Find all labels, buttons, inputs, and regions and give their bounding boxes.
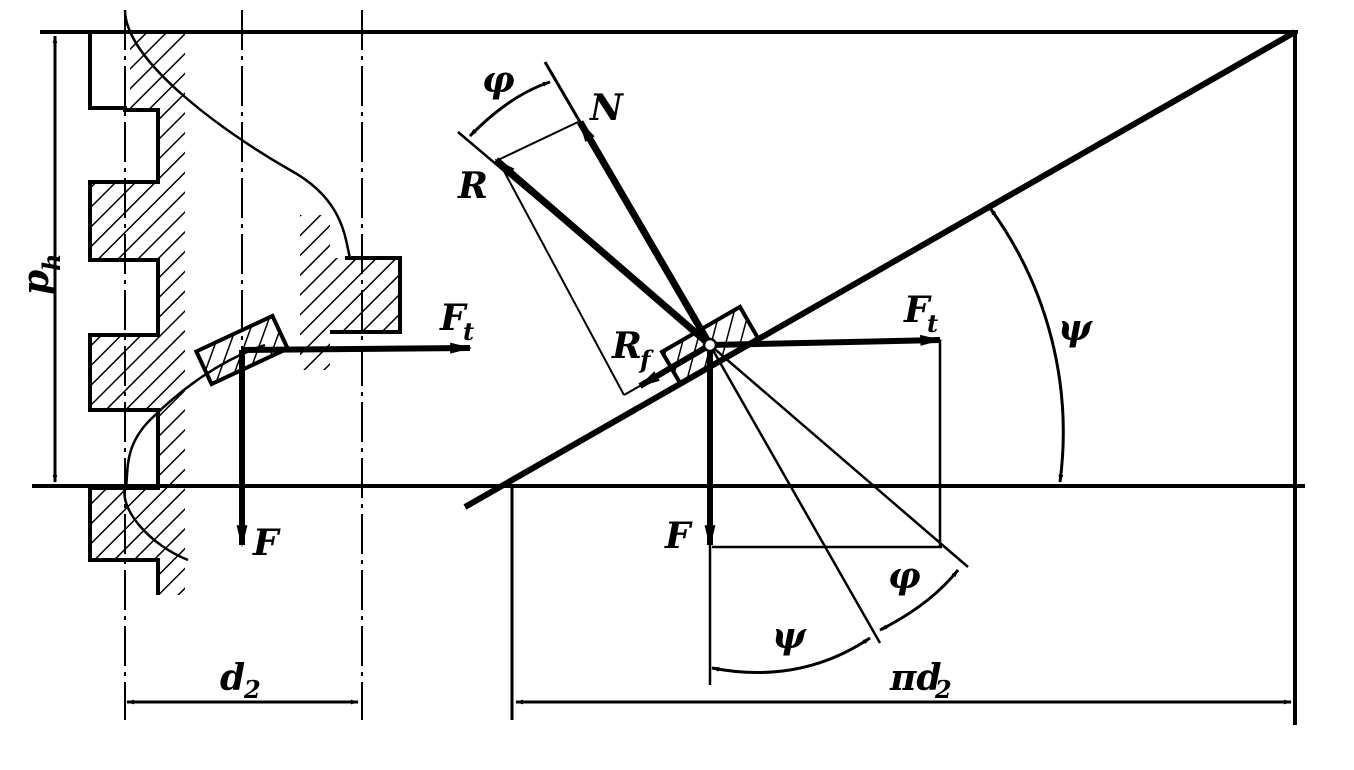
phi-bottom-arc (879, 569, 960, 632)
psi-right-label: ψ (1058, 307, 1093, 349)
psi-bottom-arc (711, 636, 871, 674)
force-rf-subscript: f (638, 345, 654, 374)
force-ft-left-subscript: t (463, 317, 474, 346)
pi-d2-label: πd (889, 657, 942, 699)
r-parallelogram-bottom (623, 351, 701, 396)
ph-label: p h (15, 254, 66, 295)
phi-top-arc (468, 80, 551, 138)
force-f-right-label: F (664, 515, 693, 557)
force-ft-right-label: F (903, 289, 932, 331)
load-distribution-curve (123, 9, 352, 259)
force-ft-left-label: F (439, 297, 468, 339)
force-ft-right (709, 334, 943, 348)
screw-thread-outline (88, 32, 160, 595)
svg-text:p: p (15, 270, 57, 295)
force-r-label: R (457, 165, 488, 207)
phi-top-label: φ (482, 59, 515, 101)
force-rf-label: R (611, 325, 642, 367)
d2-label: d (220, 657, 245, 699)
force-ft-right-subscript: t (927, 309, 938, 338)
svg-text:h: h (37, 254, 66, 271)
diagonal-line-2 (709, 344, 969, 568)
screw-thread-profile (90, 32, 185, 595)
psi-angle-arc (988, 207, 1065, 483)
normal-extension-line (543, 61, 712, 346)
phi-bottom-label: φ (888, 555, 921, 597)
d2-subscript: 2 (243, 675, 261, 704)
r-extension-line (457, 131, 711, 346)
r-projection-line (497, 121, 579, 161)
force-n-label: N (589, 87, 625, 129)
pi-d2-subscript: 2 (934, 675, 952, 704)
diagonal-line-1 (708, 344, 882, 644)
r-parallelogram-left (497, 159, 625, 396)
helix-incline-line (463, 29, 1297, 510)
psi-bottom-label: ψ (772, 615, 807, 657)
force-origin-point (702, 337, 718, 353)
force-f-left-label: F (252, 522, 281, 564)
nut-thread-outline (330, 256, 402, 334)
thread-section (88, 9, 473, 720)
force-ft-left (241, 342, 473, 354)
incline-force-diagram (457, 29, 1297, 725)
